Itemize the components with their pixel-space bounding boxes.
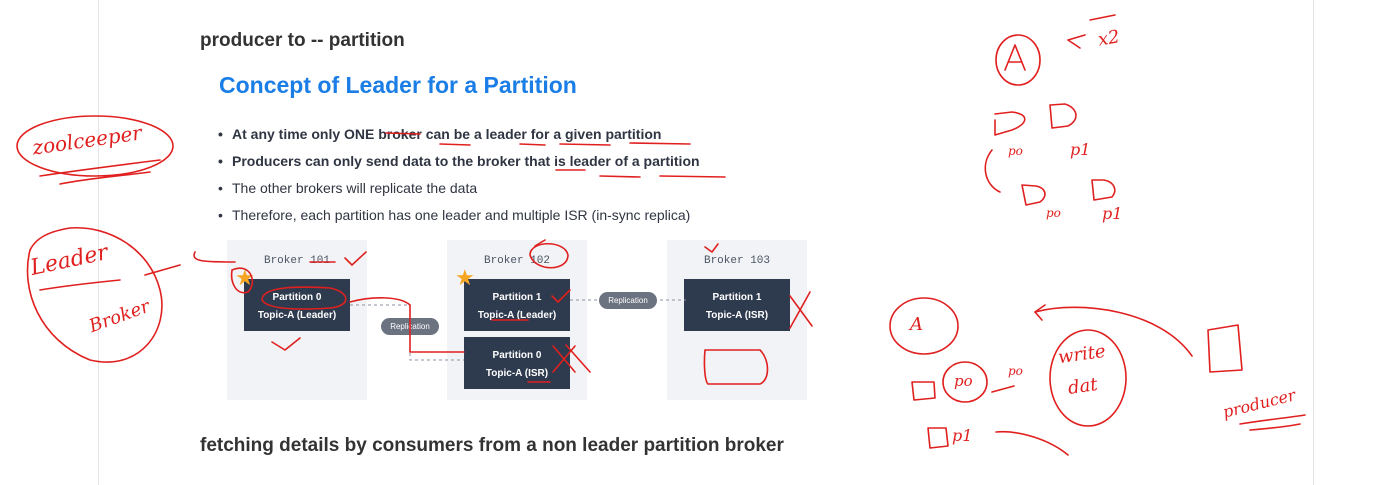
partition-role: Topic-A (ISR)	[705, 310, 769, 321]
broker-103-panel: Broker 103 Partition 1 Topic-A (ISR)	[667, 240, 807, 400]
replication-label: Replication	[599, 292, 657, 309]
bullet-item: Therefore, each partition has one leader…	[218, 205, 700, 232]
ink-word: p1	[1070, 140, 1091, 159]
partition-role: Topic-A (Leader)	[477, 310, 557, 321]
star-icon: ★	[455, 265, 475, 290]
partition-name: Partition 0	[272, 292, 322, 303]
ink-word: x2	[1096, 26, 1122, 51]
slide-title: Concept of Leader for a Partition	[219, 72, 577, 98]
bullet-item: Producers can only send data to the brok…	[218, 151, 700, 178]
partition-role: Topic-A (Leader)	[257, 310, 337, 321]
note-heading-top: producer to -- partition	[200, 30, 405, 51]
note-heading-bottom: fetching details by consumers from a non…	[200, 435, 784, 456]
ink-word: p1	[1102, 204, 1123, 223]
partition-box: Partition 0 Topic-A (Leader)	[244, 279, 350, 331]
ink-word: po	[1008, 144, 1023, 158]
broker-101-panel: Broker 101 Partition 0 Topic-A (Leader) …	[227, 240, 367, 400]
ink-word: po	[1008, 364, 1023, 378]
broker-title: Broker 102	[483, 255, 550, 267]
page-margin-right	[1313, 0, 1314, 485]
broker-title: Broker 103	[703, 255, 770, 267]
broker-title: Broker 101	[263, 255, 330, 267]
partition-name: Partition 0	[492, 350, 542, 361]
partition-name: Partition 1	[492, 292, 542, 303]
ink-word: po	[954, 372, 973, 390]
ink-word: dat	[1066, 374, 1099, 399]
bullet-list: At any time only ONE broker can be a lea…	[218, 124, 700, 232]
ink-word: p1	[952, 426, 973, 445]
partition-name: Partition 1	[712, 292, 762, 303]
partition-role: Topic-A (ISR)	[485, 368, 549, 379]
ink-word: A	[910, 314, 923, 335]
bullet-item: At any time only ONE broker can be a lea…	[218, 124, 700, 151]
page-margin-left	[98, 0, 99, 485]
partition-box: Partition 1 Topic-A (ISR)	[684, 279, 790, 331]
partition-box: Partition 1 Topic-A (Leader)	[464, 279, 570, 331]
ink-word: po	[1046, 206, 1061, 220]
bullet-item: The other brokers will replicate the dat…	[218, 178, 700, 205]
